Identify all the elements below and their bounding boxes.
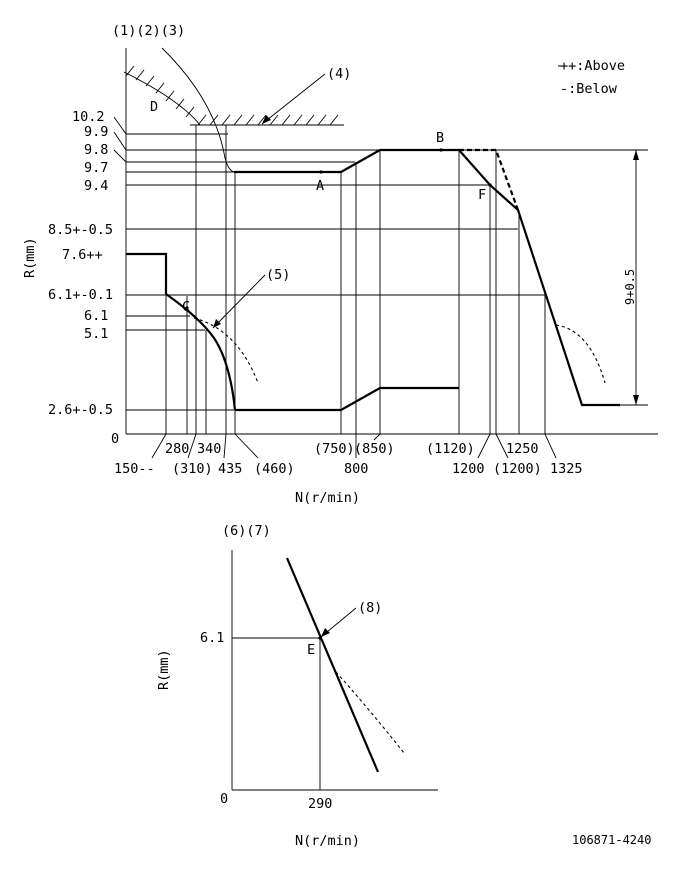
note-1-2-3: (1)(2)(3) <box>112 23 185 39</box>
x-tick-1200b: (1200) <box>493 461 542 477</box>
callout-8-arrow <box>321 628 330 637</box>
callout-8: (8) <box>358 600 382 616</box>
x-tick-1200: 1200 <box>452 461 485 477</box>
point-A-label: A <box>316 178 324 194</box>
inset-below-dashed <box>335 671 405 754</box>
inset-main-line <box>285 557 380 773</box>
x-axis-label: N(r/min) <box>295 490 360 506</box>
point-D-label: D <box>150 99 158 115</box>
x-tick-1120: (1120) <box>426 441 475 457</box>
inset-y-tick: 6.1 <box>200 630 224 646</box>
dimension-label: 9+0.5 <box>623 269 637 305</box>
y-tick-2-6: 2.6+-0.5 <box>48 402 113 418</box>
x-leader-460 <box>234 433 259 459</box>
x-tick-800: 800 <box>344 461 368 477</box>
y-tick-9-8: 9.8 <box>84 142 108 158</box>
y-tick-8-5: 8.5+-0.5 <box>48 222 113 238</box>
callout-4-leader <box>261 73 326 125</box>
start-curve-flat <box>126 252 168 294</box>
dimension-arrow-top <box>633 150 639 160</box>
y-tick-6-1-tol: 6.1+-0.1 <box>48 287 113 303</box>
point-C-marker <box>185 306 189 310</box>
y-axis-label: R(mm) <box>22 237 38 278</box>
x-tick-1325: 1325 <box>550 461 583 477</box>
point-B-label: B <box>436 130 444 146</box>
leader-9-8 <box>113 149 127 163</box>
point-E-marker <box>318 636 322 640</box>
x-tick-340: 340 <box>197 441 221 457</box>
note-6-7: (6)(7) <box>222 523 271 539</box>
full-load-curve <box>234 148 620 407</box>
point-F-marker <box>488 183 492 187</box>
y-tick-7-6: 7.6++ <box>62 247 103 263</box>
point-A-marker <box>319 170 323 174</box>
x-leader-850 <box>373 433 381 441</box>
leader-10-2 <box>113 116 127 135</box>
callout-5-leader <box>212 274 266 329</box>
x-leader-150 <box>151 433 167 459</box>
inset-chart: (6)(7) 0 R(mm) N(r/min) 6.1 290 E (8) <box>156 523 438 849</box>
x-tick-435: 435 <box>218 461 242 477</box>
x-tick-1250: 1250 <box>506 441 539 457</box>
y-tick-9-4: 9.4 <box>84 178 108 194</box>
x-tick-150: 150-- <box>114 461 155 477</box>
inset-y-axis-label: R(mm) <box>156 649 172 690</box>
y-tick-6-1: 6.1 <box>84 308 108 324</box>
origin-label: 0 <box>111 431 119 447</box>
idle-below-dashed <box>193 317 259 384</box>
idle-bottom-curve <box>235 386 459 412</box>
y-tick-5-1: 5.1 <box>84 326 108 342</box>
y-tick-9-9: 9.9 <box>84 124 108 140</box>
point-F-label: F <box>478 187 486 203</box>
x-leader-1325 <box>544 433 557 459</box>
leader-9-9 <box>113 131 127 151</box>
inset-origin: 0 <box>220 791 228 807</box>
point-E-label: E <box>307 642 315 658</box>
stopper-curve <box>123 71 201 126</box>
stopper-hatch <box>125 65 339 126</box>
x-leader-1200b <box>495 433 509 459</box>
callout-5: (5) <box>266 267 290 283</box>
idle-curve <box>165 293 237 411</box>
callout-4: (4) <box>327 66 351 82</box>
x-leader-310 <box>187 433 197 459</box>
x-leader-435 <box>223 433 227 459</box>
x-tick-280: 280 <box>165 441 189 457</box>
drawing-id: 106871-4240 <box>572 833 651 847</box>
right-below-dashed <box>555 324 606 384</box>
dimension-arrow-bottom <box>633 395 639 405</box>
legend-above: ++:Above <box>560 58 625 74</box>
x-leader-1200 <box>477 433 491 459</box>
x-tick-460: (460) <box>254 461 295 477</box>
inset-x-tick: 290 <box>308 796 332 812</box>
x-tick-750: (750) <box>314 441 355 457</box>
main-chart: (1)(2)(3) ++:Above -:Below 0 R(mm) N(r/m… <box>22 23 658 506</box>
y-tick-10-2: 10.2 <box>72 109 105 125</box>
callout-5-arrow <box>213 319 221 328</box>
full-load-upper-curve <box>161 47 235 173</box>
x-tick-310: (310) <box>172 461 213 477</box>
point-B-marker <box>439 148 443 152</box>
legend-below: -:Below <box>560 81 618 97</box>
inset-x-axis-label: N(r/min) <box>295 833 360 849</box>
callout-4-arrow <box>262 115 271 124</box>
full-load-above-dashed <box>459 148 520 211</box>
point-C-label: C <box>182 299 190 315</box>
x-tick-850: (850) <box>354 441 395 457</box>
y-tick-9-7: 9.7 <box>84 160 108 176</box>
